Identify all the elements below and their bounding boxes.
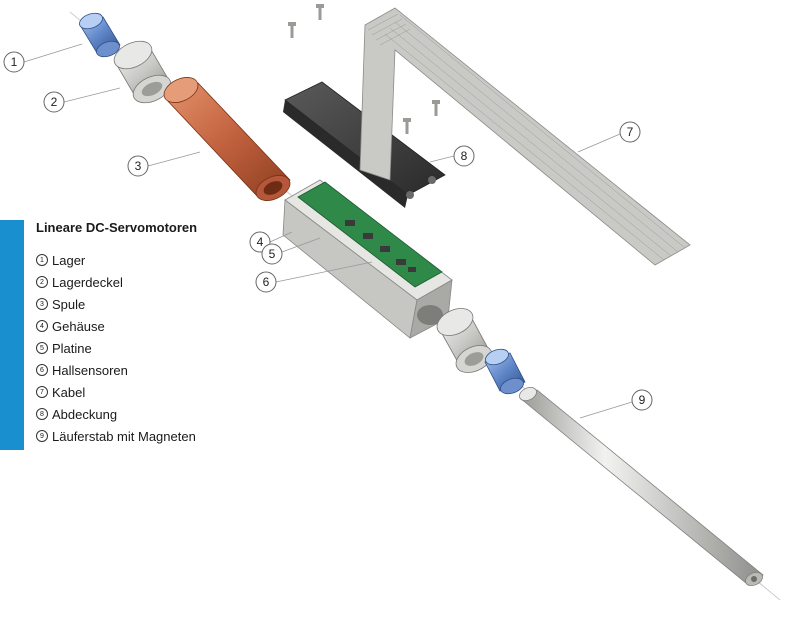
svg-text:2: 2 (51, 95, 58, 109)
coil (163, 77, 291, 201)
legend-label: Läuferstab mit Magneten (52, 428, 196, 444)
screw (403, 118, 411, 134)
legend-label: Spule (52, 296, 86, 312)
legend-number: 2 (36, 276, 48, 288)
legend-number: 6 (36, 364, 48, 376)
legend-number: 8 (36, 408, 48, 420)
svg-text:4: 4 (257, 235, 264, 249)
pcb-board (297, 181, 443, 288)
legend-number: 4 (36, 320, 48, 332)
bearing-cap-top (113, 40, 172, 104)
legend-item-kabel: 7 Kabel (36, 381, 276, 403)
legend-item-lager: 1 Lager (36, 249, 276, 271)
legend-item-laeuferstab: 9 Läuferstab mit Magneten (36, 425, 276, 447)
legend-item-abdeckung: 8 Abdeckung (36, 403, 276, 425)
legend-number: 9 (36, 430, 48, 442)
callout-9: 9 (631, 389, 653, 411)
svg-text:7: 7 (627, 125, 634, 139)
legend-label: Kabel (52, 384, 86, 400)
screw (316, 4, 324, 20)
svg-text:8: 8 (461, 149, 468, 163)
callout-leaders (23, 43, 633, 419)
callout-3: 3 (127, 155, 149, 177)
svg-text:6: 6 (263, 275, 270, 289)
callout-8: 8 (453, 145, 475, 167)
bearing-bottom (484, 348, 526, 395)
ribbon-cable (359, 7, 691, 266)
legend: Lineare DC-Servomotoren 1 Lager 2 Lagerdec… (36, 220, 276, 447)
legend-item-spule: 3 Spule (36, 293, 276, 315)
legend-number: 1 (36, 254, 48, 266)
magnet-rod (519, 386, 764, 587)
screw (432, 100, 440, 116)
svg-text:1: 1 (11, 55, 18, 69)
callout-1: 1 (3, 51, 25, 73)
legend-item-lagerdeckel: 2 Lagerdeckel (36, 271, 276, 293)
legend-label: Platine (52, 340, 92, 356)
screws (288, 4, 440, 134)
screw (288, 22, 296, 38)
legend-number: 5 (36, 342, 48, 354)
legend-label: Abdeckung (52, 406, 118, 422)
legend-number: 3 (36, 298, 48, 310)
callout-5: 5 (261, 243, 283, 265)
legend-label: Lager (52, 252, 86, 268)
legend-label: Hallsensoren (52, 362, 128, 378)
callout-6: 6 (255, 271, 277, 293)
legend-label: Gehäuse (52, 318, 105, 334)
callout-7: 7 (619, 121, 641, 143)
accent-bar (0, 220, 24, 450)
legend-number: 7 (36, 386, 48, 398)
bearing-top (79, 12, 121, 58)
bearing-cap-bottom (436, 308, 493, 373)
callouts: 1 2 3 4 5 6 7 8 9 (3, 51, 653, 411)
legend-title: Lineare DC-Servomotoren (36, 220, 198, 235)
legend-item-hallsensoren: 6 Hallsensoren (36, 359, 276, 381)
callout-2: 2 (43, 91, 65, 113)
legend-item-platine: 5 Platine (36, 337, 276, 359)
legend-item-gehaeuse: 4 Gehäuse (36, 315, 276, 337)
svg-text:5: 5 (269, 247, 276, 261)
svg-text:3: 3 (135, 159, 142, 173)
svg-text:9: 9 (639, 393, 646, 407)
legend-label: Lagerdeckel (52, 274, 123, 290)
